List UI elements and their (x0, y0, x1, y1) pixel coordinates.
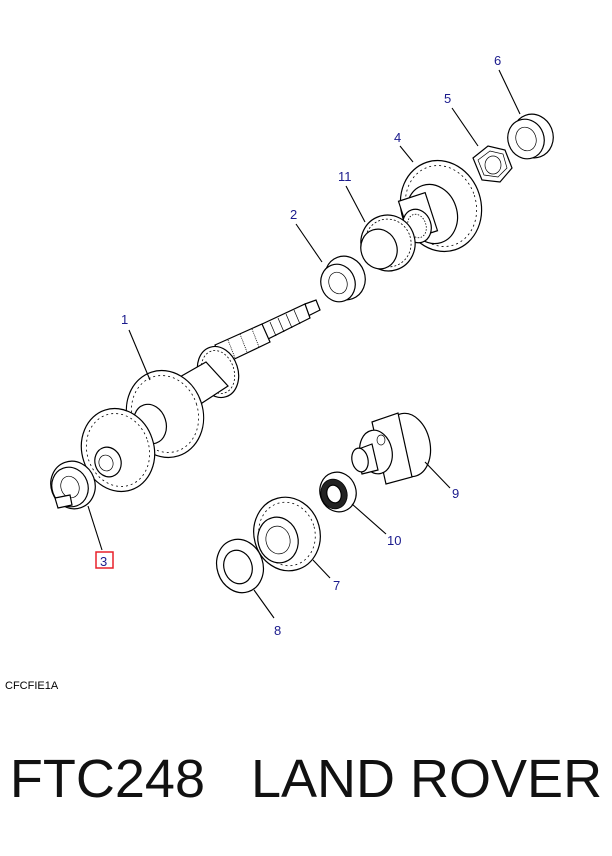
part-9-shaft (351, 412, 432, 485)
callout-6: 6 (494, 53, 501, 68)
leader-lines (87, 69, 521, 619)
part-5-nut (472, 145, 513, 183)
reference-code: CFCFIE1A (5, 680, 59, 692)
callout-3: 3 (100, 554, 107, 569)
callout-8: 8 (274, 623, 281, 638)
callout-2: 2 (290, 207, 297, 222)
callout-9: 9 (452, 486, 459, 501)
brand-name: LAND ROVER (250, 749, 603, 809)
callout-11: 11 (338, 169, 352, 184)
part-1-mainshaft (80, 299, 321, 493)
caption: FTC248 LAND ROVER (0, 752, 612, 806)
part-6-bearing (507, 113, 554, 160)
callout-3-highlight (95, 551, 114, 569)
callout-4: 4 (394, 130, 401, 145)
exploded-parts-diagram: 1 2 3 4 5 6 7 8 9 10 11 (50, 53, 554, 638)
part-number: FTC248 (9, 749, 205, 809)
part-3-bearing (50, 460, 96, 510)
part-10-needle-bearing (319, 471, 357, 513)
callout-7: 7 (333, 578, 340, 593)
callout-10: 10 (387, 533, 401, 548)
part-2-bearing (320, 255, 366, 303)
part-7-gear (253, 496, 321, 572)
part-11-gear (360, 214, 416, 272)
callout-5: 5 (444, 91, 451, 106)
callout-1: 1 (121, 312, 128, 327)
part-8-washer (215, 538, 265, 594)
